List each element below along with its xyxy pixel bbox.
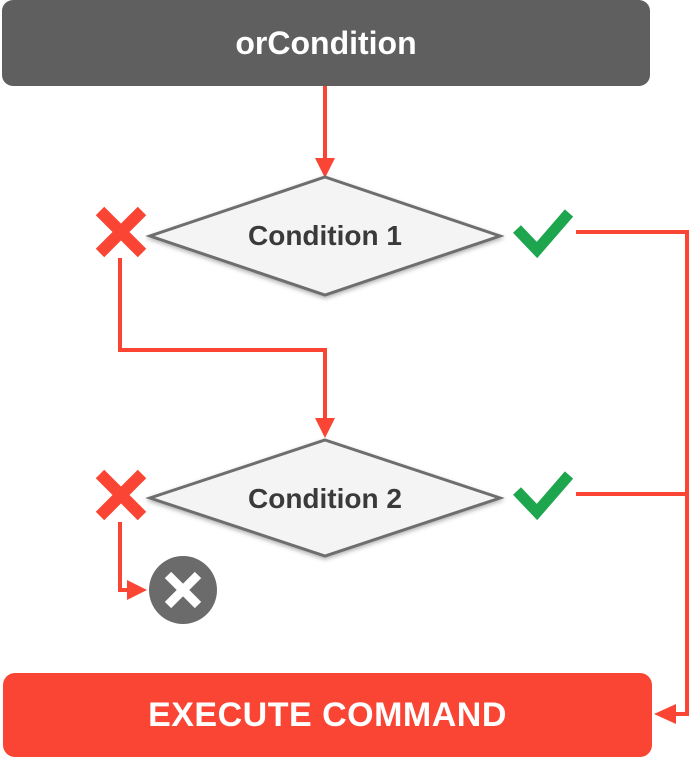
start-node-label: orCondition xyxy=(235,24,417,61)
edge-condition1-false-to-condition2 xyxy=(118,258,335,438)
execute-command-node: EXECUTE COMMAND xyxy=(3,673,652,757)
condition2-diamond xyxy=(145,438,505,558)
start-node-orcondition: orCondition xyxy=(2,0,650,86)
terminate-x xyxy=(164,571,202,609)
edge-line xyxy=(118,522,128,592)
arrowhead-right-icon xyxy=(127,580,147,600)
arrowhead-down-icon xyxy=(315,418,335,438)
arrowhead-down-icon xyxy=(315,158,335,178)
execute-command-label: EXECUTE COMMAND xyxy=(148,695,507,734)
edge-start-to-condition1 xyxy=(315,86,335,178)
x-icon xyxy=(95,206,147,258)
edge-line xyxy=(118,258,327,420)
check-icon xyxy=(513,209,574,259)
edge-line xyxy=(576,230,689,716)
x-circle-icon xyxy=(149,556,217,624)
condition1-diamond xyxy=(145,175,505,297)
edge-condition2-false-to-terminate xyxy=(118,522,147,600)
arrowhead-left-icon xyxy=(654,704,676,724)
x-icon xyxy=(95,469,147,521)
check-icon xyxy=(513,471,574,521)
edge-condition1-true-to-execute xyxy=(576,230,689,724)
